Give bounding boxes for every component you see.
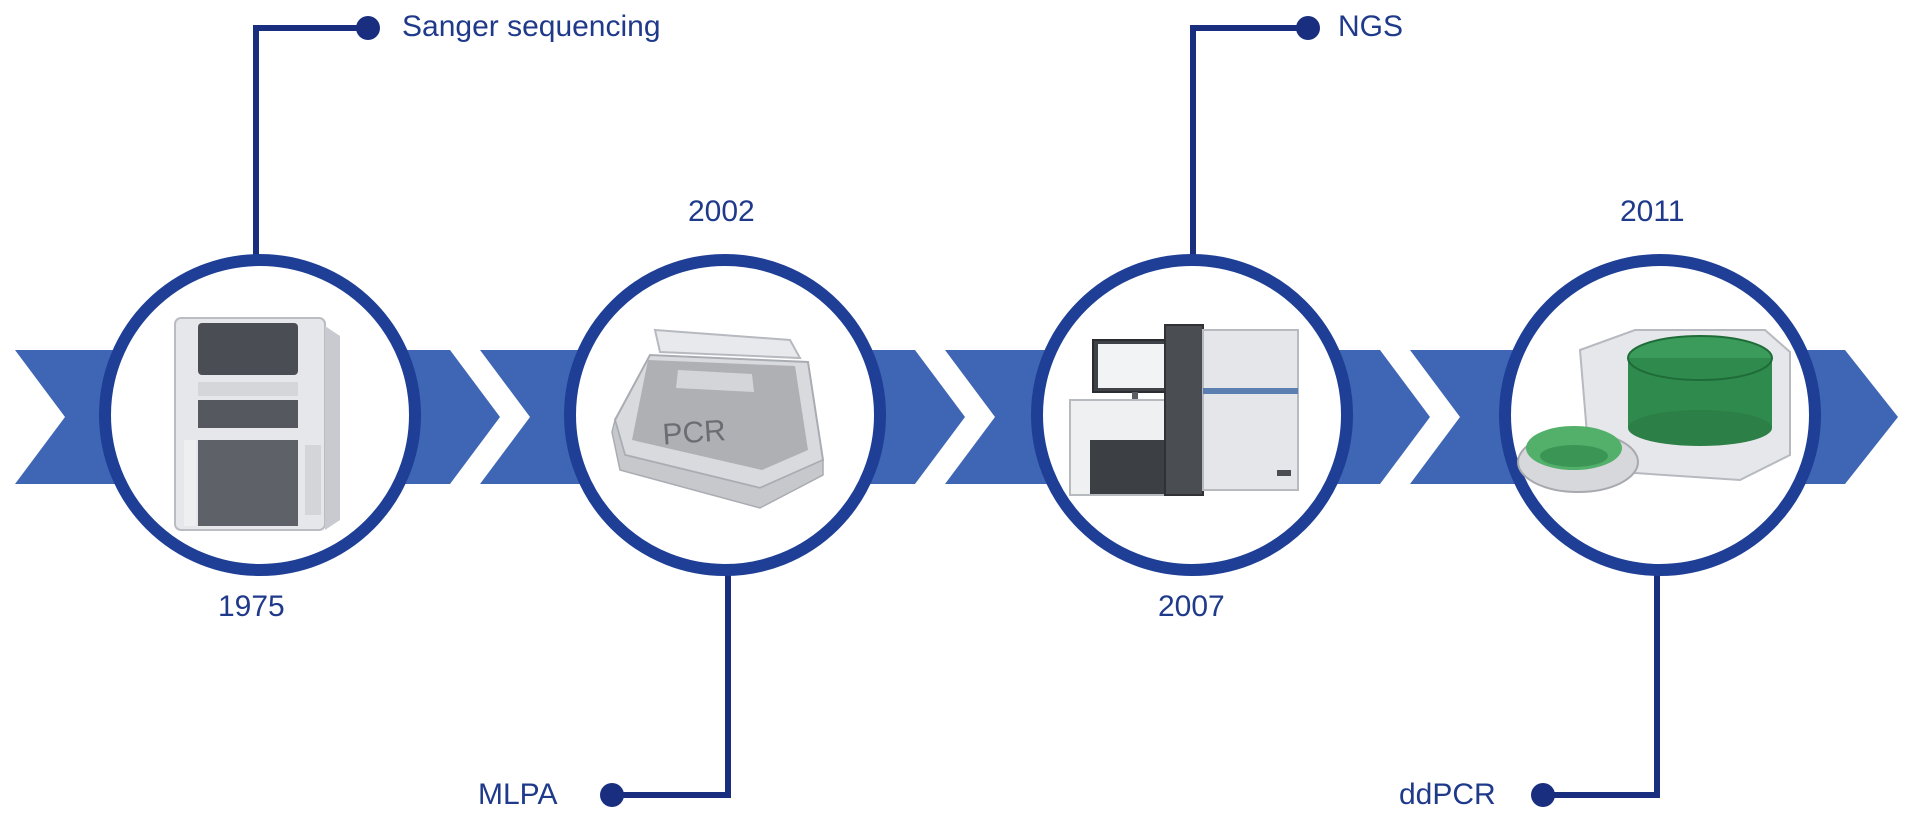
year-label-2011: 2011 [1620,195,1685,228]
ngs-sequencer-icon [1069,324,1299,496]
connector-dot-mlpa [600,783,624,807]
pcr-thermocycler-icon: PCR [611,328,825,509]
technology-label-sanger-sequencing: Sanger sequencing [402,10,661,43]
year-label-2007: 2007 [1158,590,1225,623]
connector-dot-sanger [356,16,380,40]
technology-label-ngs: NGS [1338,10,1404,43]
ddpcr-system-icon [1517,329,1791,493]
technology-label-mlpa: MLPA [478,778,558,811]
year-label-1975: 1975 [218,590,285,623]
connector-dot-ddpcr [1531,783,1555,807]
connectors [253,25,1660,798]
sanger-sequencer-icon [174,317,340,531]
pcr-device-text: PCR [661,414,726,451]
year-label-2002: 2002 [688,195,755,228]
connector-sanger [253,25,368,258]
connector-ngs [1190,25,1308,258]
connector-ddpcr [1543,573,1660,798]
technology-label-ddpcr: ddPCR [1399,778,1496,811]
connector-dot-ngs [1296,16,1320,40]
connector-dots [356,16,1555,807]
connector-mlpa [612,573,731,798]
